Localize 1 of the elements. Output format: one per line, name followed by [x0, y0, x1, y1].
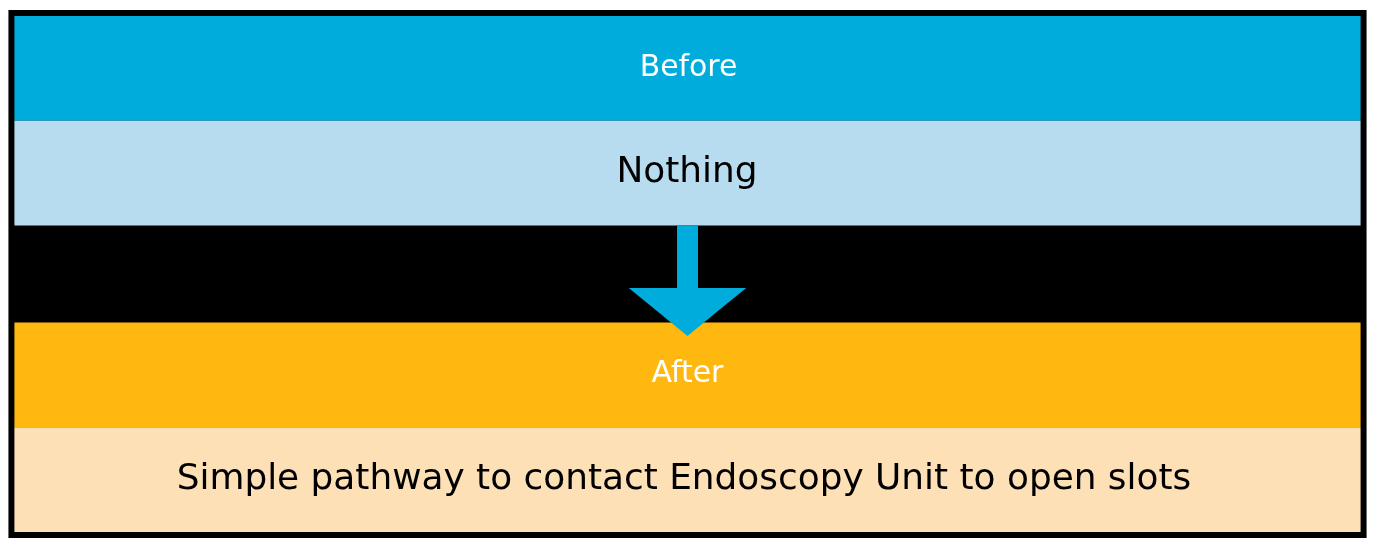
arrow [628, 225, 747, 336]
